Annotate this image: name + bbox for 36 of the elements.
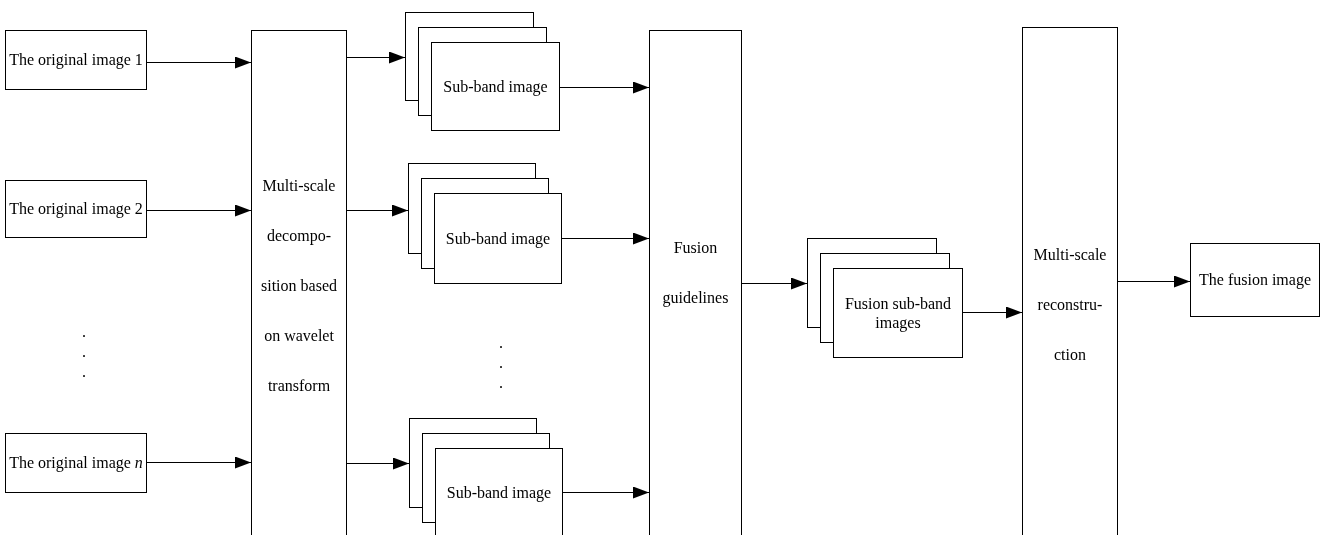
arrow [1117, 275, 1191, 288]
process-column [649, 30, 742, 535]
arrow [346, 457, 410, 470]
node-label: Sub-band image [445, 483, 553, 503]
node-label: Multi-scale decompo- sition based on wavelet transform [260, 176, 338, 396]
process-column [251, 30, 347, 535]
stacked-image-pages [405, 12, 560, 131]
stacked-image-pages [409, 418, 563, 535]
node-label: Fusion sub-band images [843, 293, 953, 333]
arrow [346, 51, 406, 64]
arrow [562, 486, 650, 499]
ellipsis-mark: . . . [81, 322, 87, 382]
arrow [559, 81, 650, 94]
process-box [5, 30, 147, 90]
process-box [5, 180, 147, 238]
arrow [146, 456, 252, 469]
arrow [146, 204, 252, 217]
arrow [741, 277, 808, 290]
ellipsis-mark: . . . [498, 333, 504, 393]
arrow [346, 204, 409, 217]
node-label: The original image n [9, 453, 143, 473]
process-box [5, 433, 147, 493]
process-box [1190, 243, 1320, 317]
stacked-image-pages [807, 238, 963, 358]
process-column [1022, 27, 1118, 535]
stacked-image-pages [408, 163, 562, 284]
arrow [561, 232, 650, 245]
node-label: Multi-scale reconstru- ction [1032, 245, 1108, 365]
arrow [146, 56, 252, 69]
node-label: Fusion guidelines [661, 238, 730, 309]
node-label: The original image 1 [9, 50, 143, 70]
node-label: The fusion image [1199, 270, 1311, 290]
node-label: Sub-band image [442, 76, 549, 97]
arrow [962, 306, 1023, 319]
node-label: Sub-band image [444, 228, 552, 249]
node-label: The original image 2 [9, 199, 143, 219]
